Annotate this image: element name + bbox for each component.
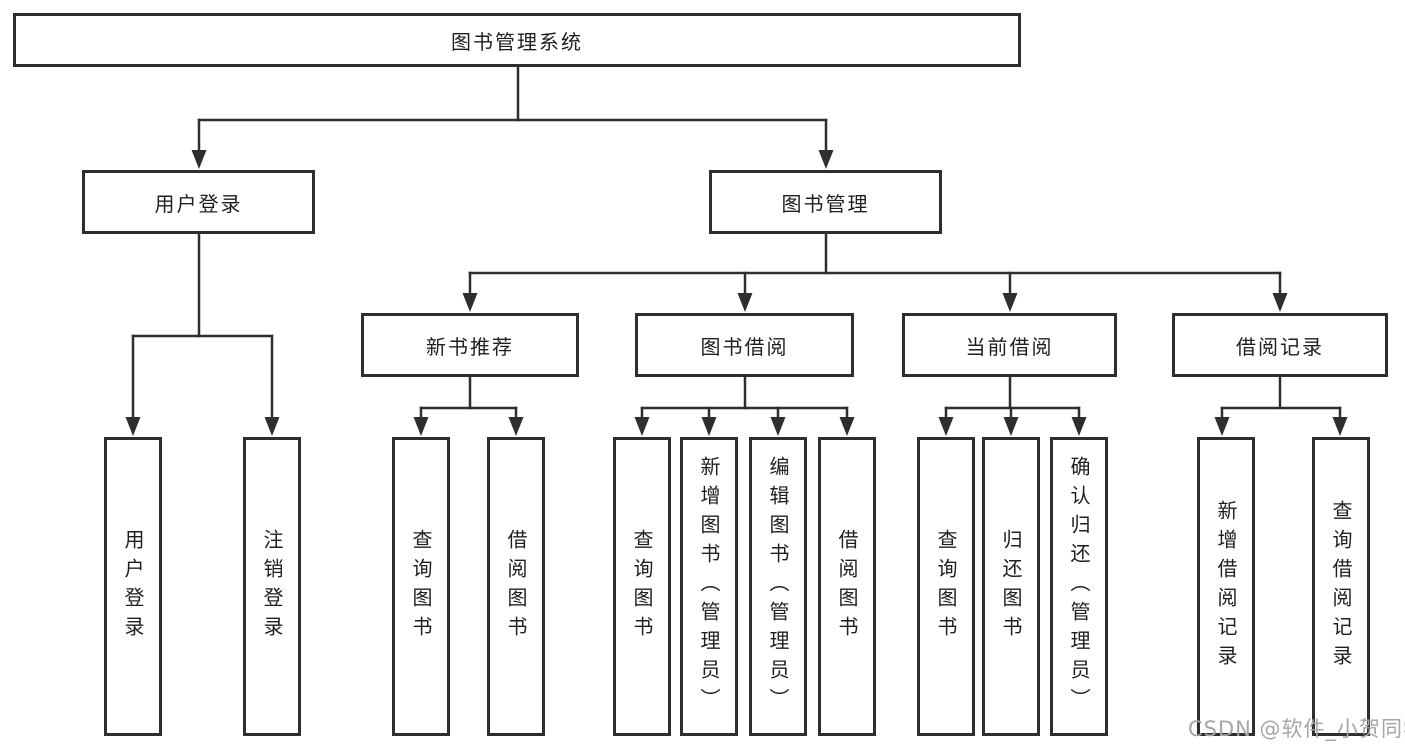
leaf-borrow-books-recommend: 借阅图书	[487, 437, 545, 736]
node-label: 借阅图书	[835, 528, 859, 645]
node-new-book-recommend: 新书推荐	[361, 313, 579, 377]
node-label: 用户登录	[121, 528, 145, 645]
arrowhead-group	[125, 150, 1348, 436]
leaf-user-login: 用户登录	[104, 437, 162, 736]
node-book-management: 图书管理	[709, 170, 942, 234]
node-label: 注销登录	[260, 528, 284, 645]
node-label: 查询图书	[409, 528, 433, 645]
leaf-query-books-current: 查询图书	[917, 437, 975, 736]
leaf-query-books-recommend: 查询图书	[392, 437, 450, 736]
leaf-return-books: 归还图书	[982, 437, 1040, 736]
leaf-edit-books-admin: 编辑图书（管理员）	[749, 437, 807, 736]
node-label: 归还图书	[999, 528, 1023, 645]
node-label: 图书借阅	[700, 334, 789, 359]
node-label: 借阅记录	[1236, 334, 1324, 359]
node-label: 新书推荐	[426, 334, 514, 359]
node-label: 编辑图书（管理员）	[766, 456, 790, 717]
node-current-borrow: 当前借阅	[902, 313, 1117, 377]
leaf-query-books-borrow: 查询图书	[613, 437, 671, 736]
node-borrow-records: 借阅记录	[1172, 313, 1388, 377]
leaf-add-borrow-record: 新增借阅记录	[1197, 437, 1255, 736]
node-user-login: 用户登录	[82, 170, 315, 234]
node-label: 当前借阅	[965, 334, 1054, 359]
node-label: 图书管理	[781, 191, 870, 216]
node-label: 用户登录	[154, 191, 243, 216]
node-label: 图书管理系统	[451, 29, 583, 54]
leaf-logout: 注销登录	[243, 437, 301, 736]
leaf-add-books-admin: 新增图书（管理员）	[680, 437, 738, 736]
node-label: 查询借阅记录	[1329, 499, 1353, 674]
node-label: 查询图书	[934, 528, 958, 645]
node-label: 借阅图书	[504, 528, 528, 645]
leaf-borrow-books: 借阅图书	[818, 437, 876, 736]
leaf-confirm-return-admin: 确认归还（管理员）	[1050, 437, 1108, 736]
node-label: 新增图书（管理员）	[697, 456, 721, 717]
node-book-borrow: 图书借阅	[635, 313, 854, 377]
node-label: 确认归还（管理员）	[1067, 456, 1091, 717]
node-label: 查询图书	[630, 528, 654, 645]
node-root-system: 图书管理系统	[13, 13, 1021, 67]
leaf-query-borrow-record: 查询借阅记录	[1312, 437, 1370, 736]
node-label: 新增借阅记录	[1214, 499, 1238, 674]
watermark: CSDN @软件_小贺同学	[1188, 717, 1405, 741]
